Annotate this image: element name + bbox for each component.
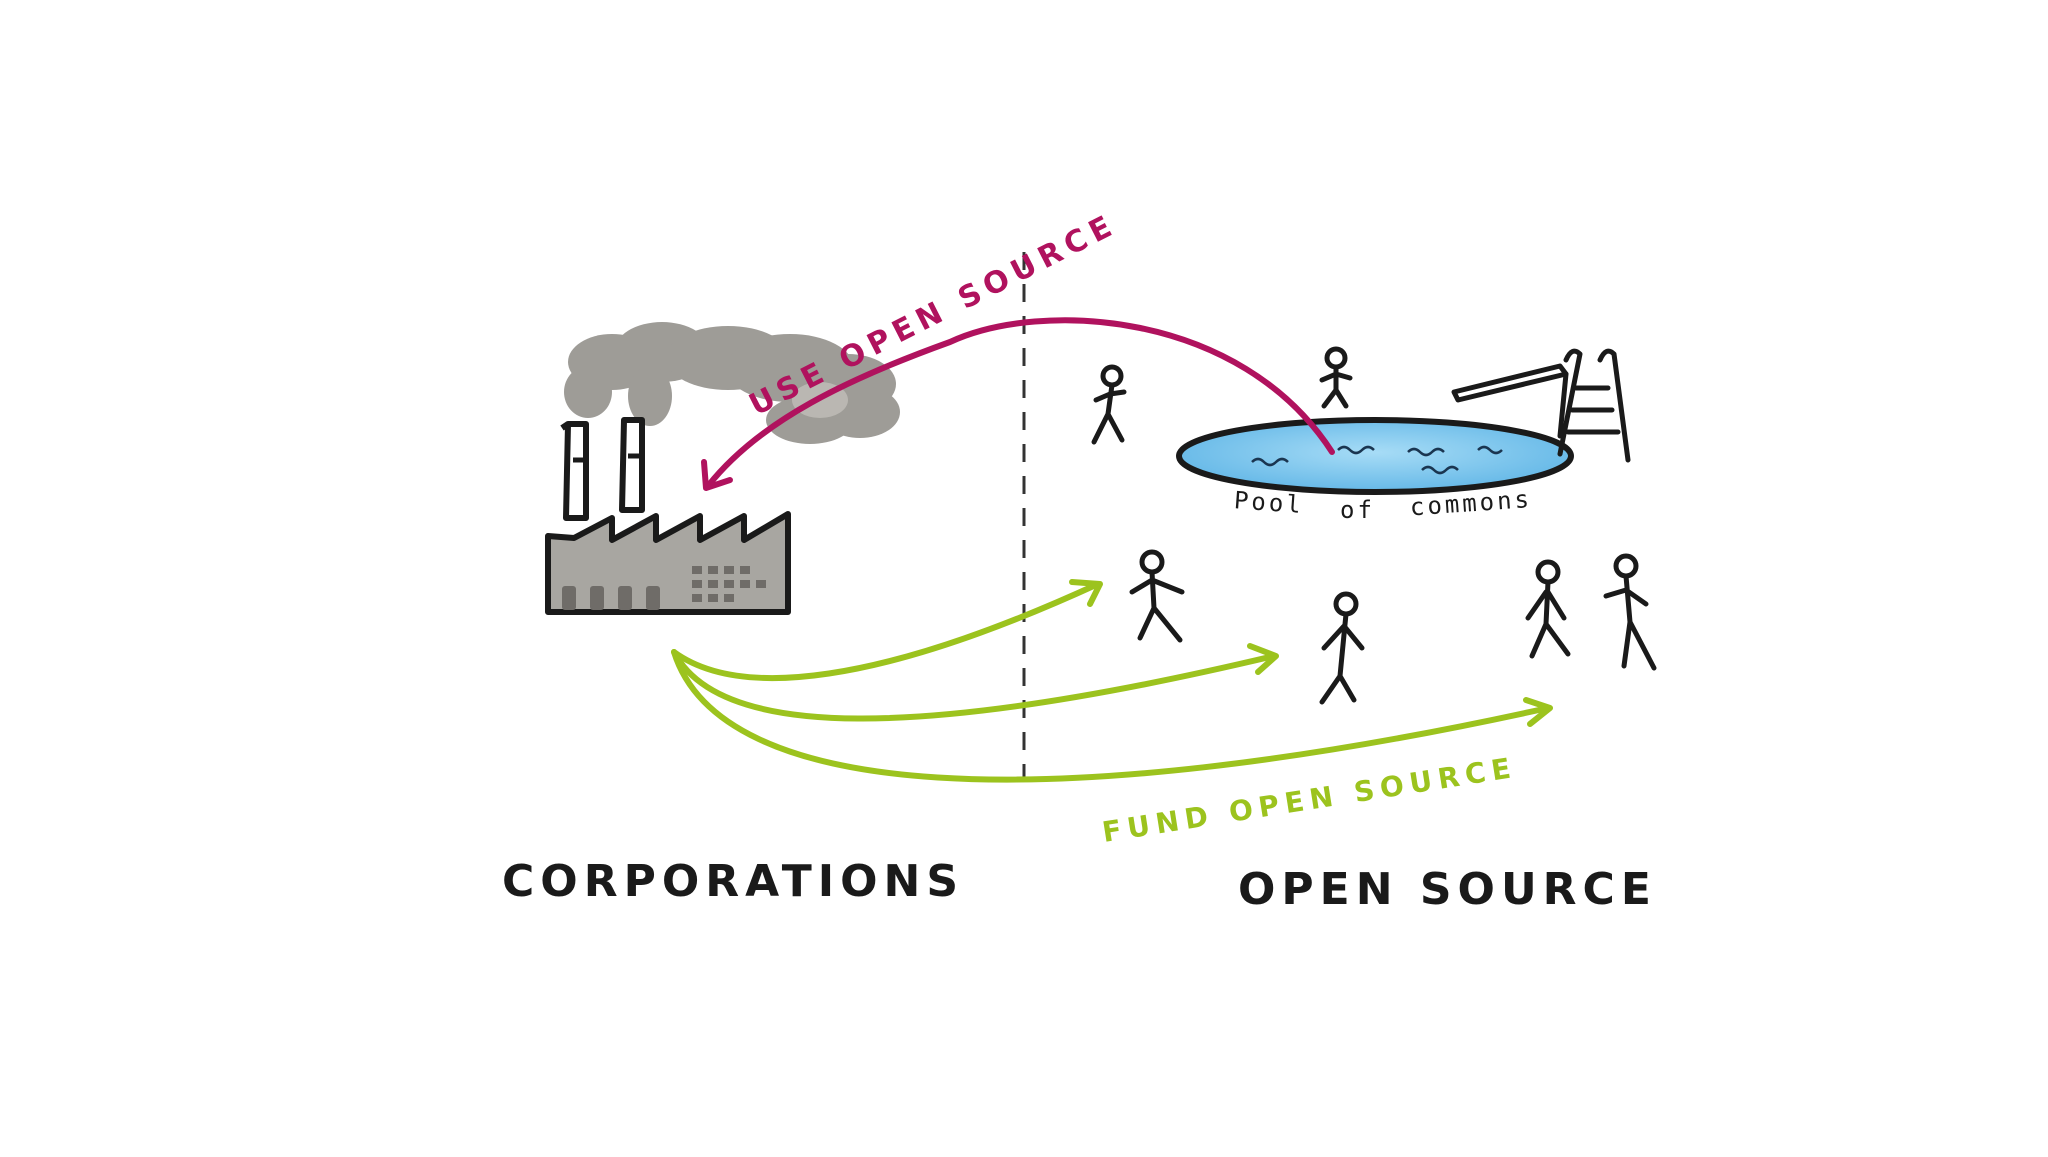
stick-figure-icon <box>1319 346 1353 409</box>
stick-figure-icon <box>1091 364 1127 445</box>
corporations-label: CORPORATIONS <box>502 856 964 907</box>
stick-figure-icon <box>1603 553 1657 671</box>
fund-open-source-arrows <box>671 579 1553 783</box>
stick-figure-icon <box>1525 559 1571 659</box>
fund-open-source-label: FUND OPEN SOURCE <box>1100 751 1519 849</box>
pool-label-word-2: of <box>1340 496 1375 524</box>
use-open-source-arrow <box>701 317 1335 491</box>
stick-figure-icon <box>1319 591 1365 705</box>
use-open-source-label: USE OPEN SOURCE <box>744 207 1123 423</box>
factory-icon <box>545 322 900 615</box>
pool-label-word-1: Pool <box>1233 486 1305 519</box>
pool-icon <box>1176 417 1574 495</box>
diving-board-icon <box>1451 348 1631 463</box>
stick-figure-icon <box>1129 549 1185 643</box>
open-source-label: OPEN SOURCE <box>1238 864 1657 915</box>
smoke-cloud <box>564 322 900 444</box>
